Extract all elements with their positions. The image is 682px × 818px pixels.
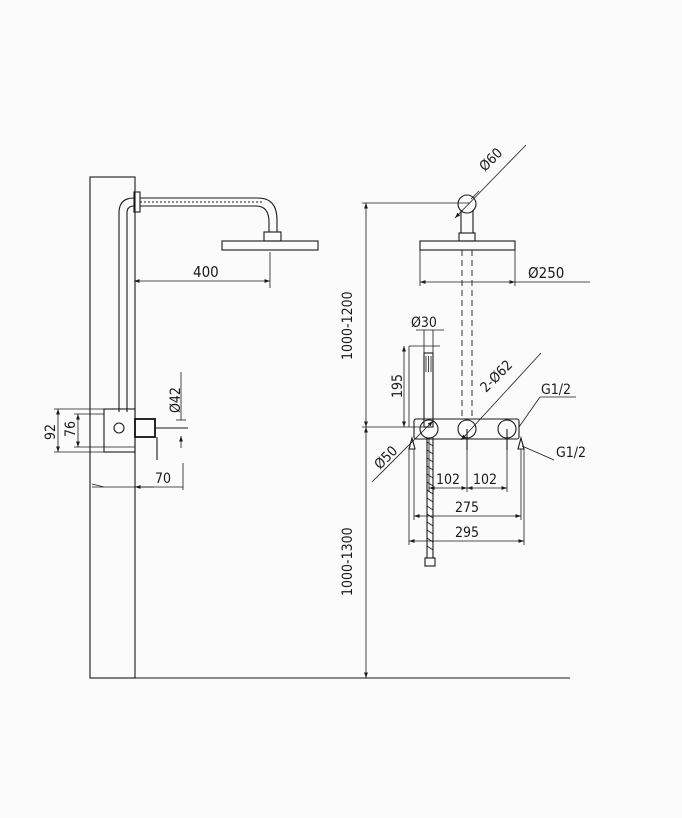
width-outer-label: 295	[455, 525, 479, 541]
height-upper-label: 1000-1200	[340, 291, 356, 360]
dimension-valve-dia: 2-Ø62	[460, 352, 542, 441]
valve-plate	[408, 418, 525, 450]
dimension-arm-length: 400	[134, 252, 271, 288]
width-inner-label: 275	[455, 500, 479, 516]
shower-riser	[118, 191, 141, 412]
diverter-dia-label: Ø42	[168, 387, 184, 413]
valve-box-side	[103, 408, 188, 460]
thread-bottom-label: G1/2	[556, 445, 586, 461]
valve-dia-label: 2-Ø62	[478, 357, 517, 396]
shower-head-side	[221, 231, 319, 251]
front-view: 1000-1200 1000-1300 Ø60 Ø250	[340, 144, 590, 678]
dimension-width-outer: 295	[408, 449, 525, 545]
shower-head-front: Ø250	[419, 240, 590, 286]
dimension-overall-heights: 1000-1200 1000-1300	[340, 202, 470, 678]
shower-hose	[424, 438, 436, 567]
dimension-width-inner: 275	[413, 449, 522, 520]
riser-pipe-front	[461, 250, 473, 418]
handheld-dia-label: Ø30	[411, 315, 437, 331]
dimension-spacing: 102 102	[428, 439, 508, 492]
wall-inner-label: 76	[63, 421, 79, 437]
arm-length-label: 400	[193, 263, 219, 281]
side-view: 400 Ø42 92 76	[43, 176, 570, 679]
hand-shower: 195 Ø30	[390, 315, 444, 428]
handheld-length-label: 195	[390, 374, 406, 398]
height-lower-label: 1000-1300	[340, 527, 356, 596]
dimension-outlet-dia: Ø50	[372, 420, 434, 483]
ceiling-connector: Ø60	[454, 144, 527, 242]
thread-callouts: G1/2 G1/2	[518, 382, 586, 461]
dimension-diverter-dia: Ø42	[168, 372, 186, 448]
spacing-left-label: 102	[436, 472, 460, 488]
dimension-box-heights: 92 76	[43, 408, 104, 453]
dimension-projection: 70	[91, 463, 184, 490]
thread-top-label: G1/2	[541, 382, 571, 398]
spacing-right-label: 102	[473, 472, 497, 488]
wall-outer-label: 92	[43, 424, 59, 440]
shower-arm	[140, 197, 278, 232]
projection-label: 70	[155, 471, 171, 487]
outlet-dia-label: Ø50	[372, 443, 402, 473]
head-dia-label: Ø250	[528, 264, 564, 282]
